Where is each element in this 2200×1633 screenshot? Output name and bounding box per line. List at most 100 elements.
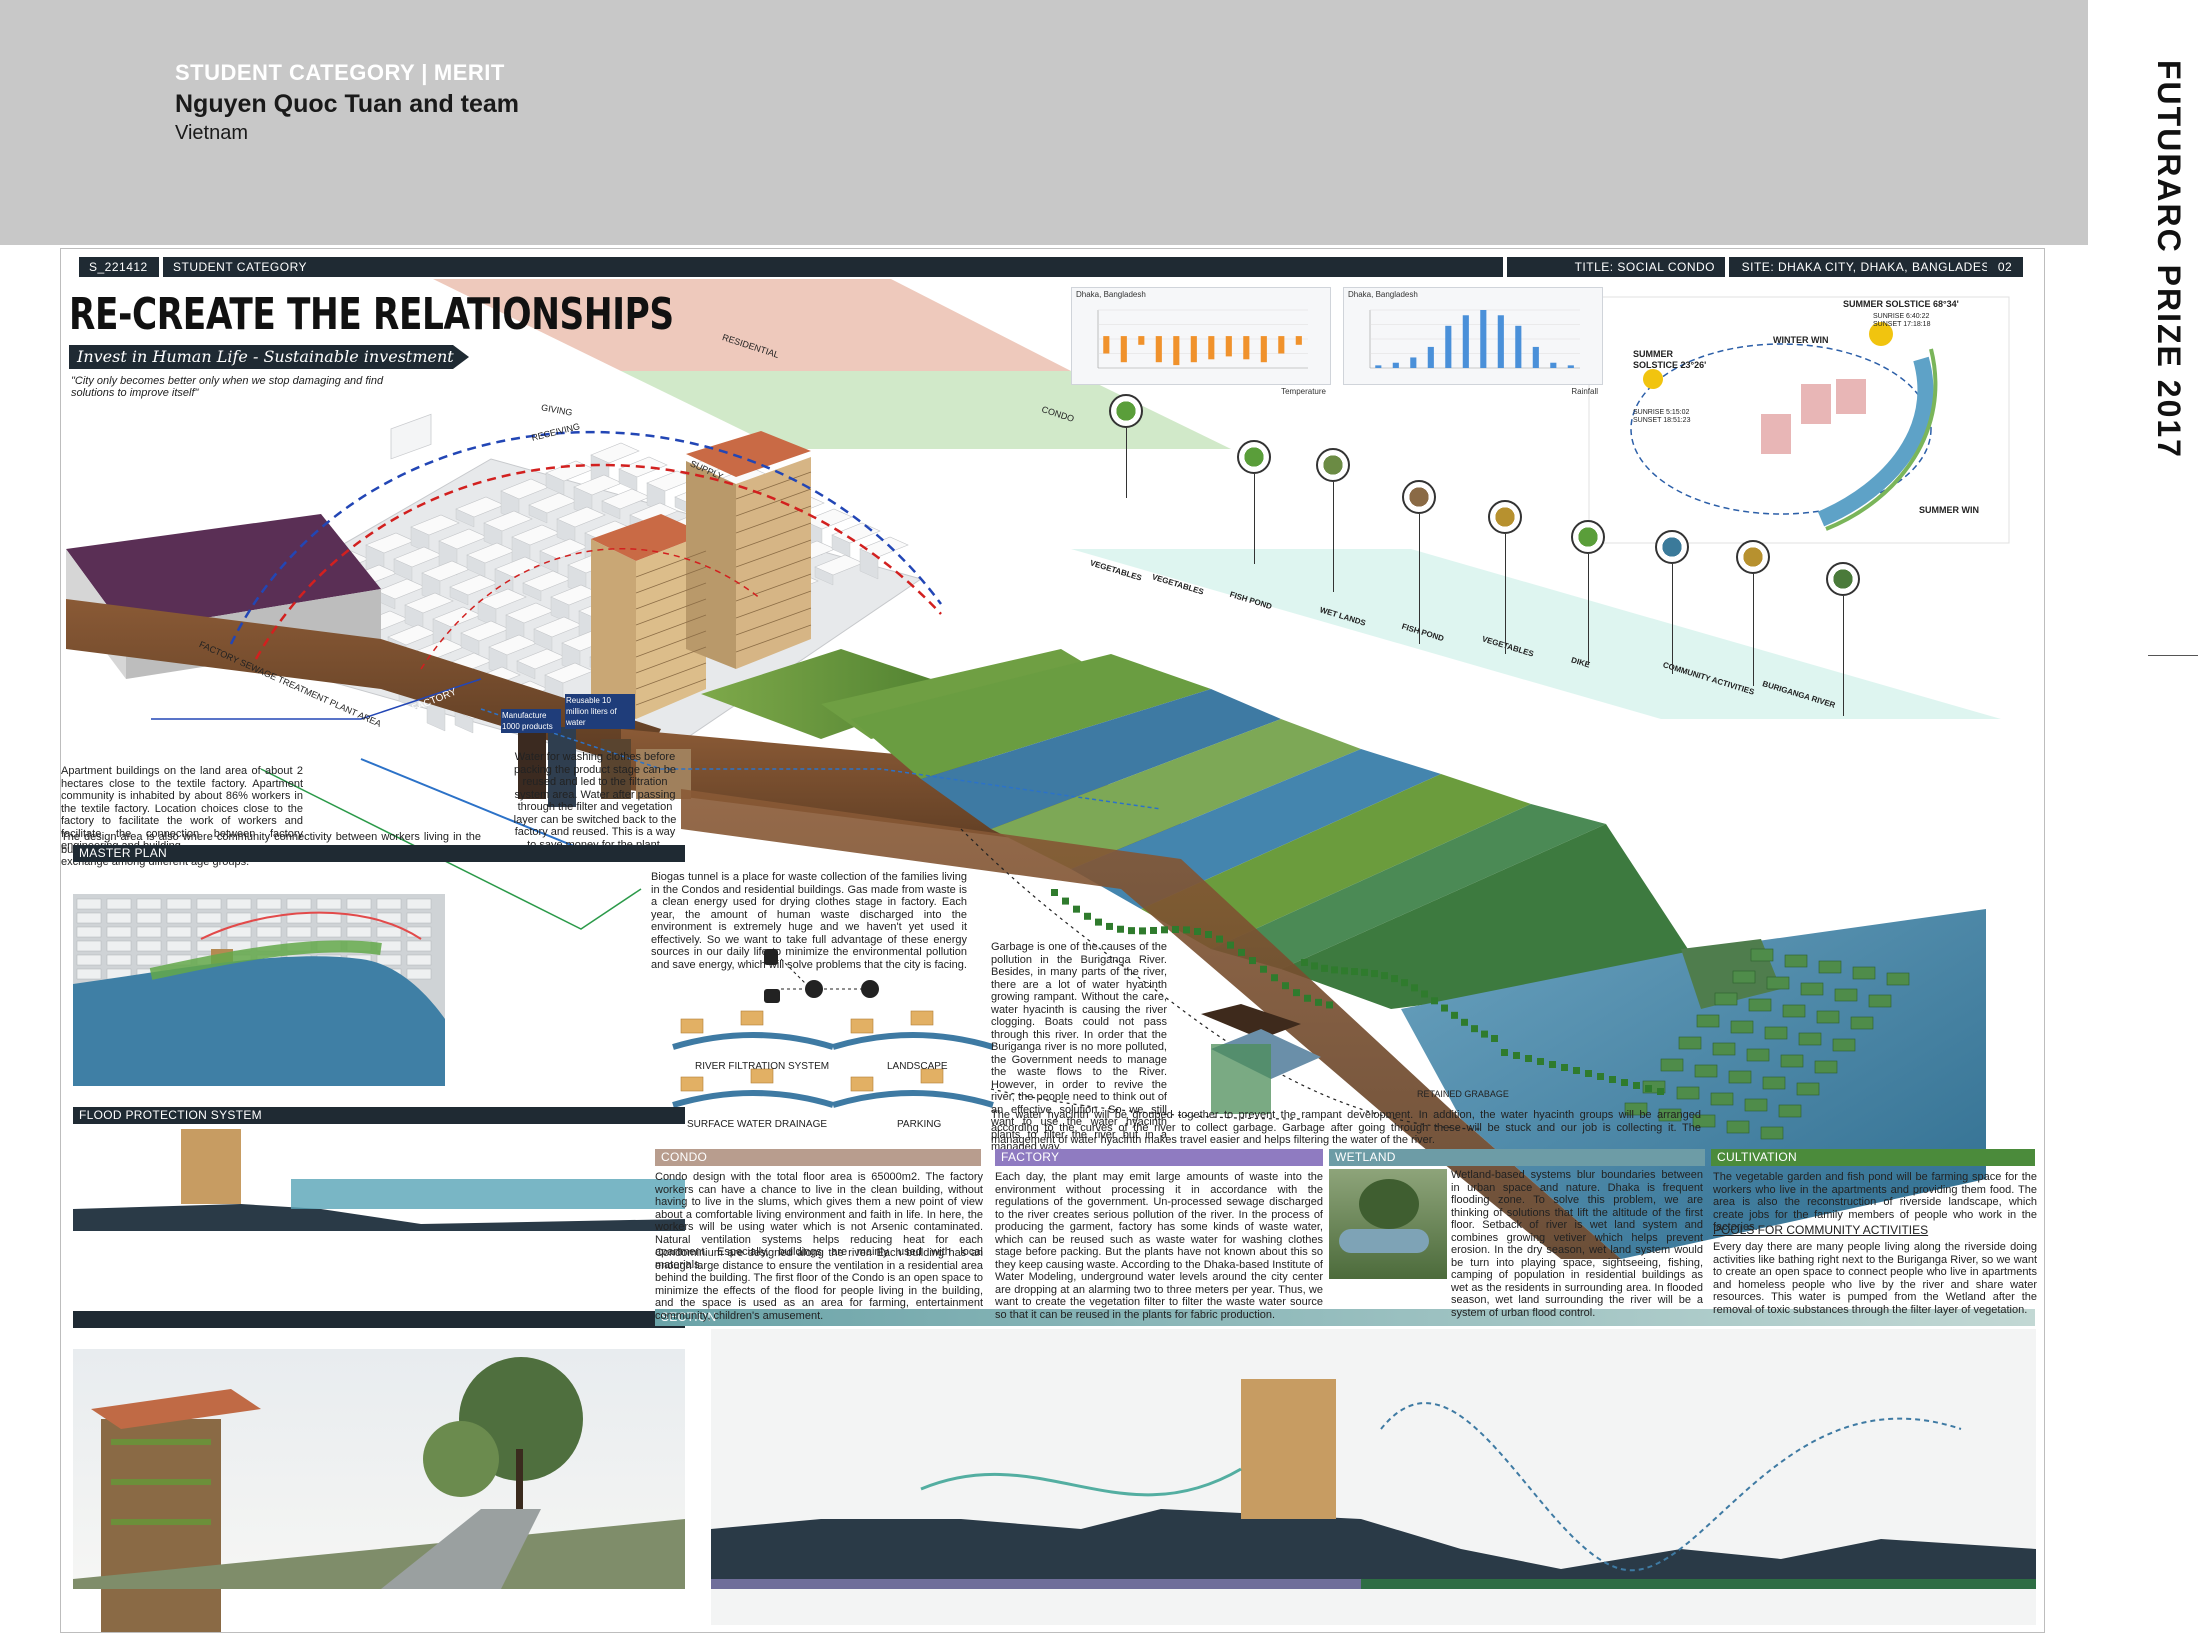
label-landscape: LANDSCAPE	[887, 1061, 948, 1072]
chart-bar	[1462, 315, 1469, 368]
hyacinth-square	[1117, 925, 1124, 933]
section-header-factory: FACTORY	[995, 1149, 1323, 1166]
tower-floor-line	[635, 630, 707, 658]
pin-marker-line	[1505, 534, 1506, 654]
city-building-wall	[438, 540, 458, 576]
hyacinth-square	[1150, 926, 1157, 934]
hyacinth-raft	[1676, 1086, 1700, 1100]
rainfall-chart-title: Dhaka, Bangladesh	[1348, 290, 1418, 299]
hyacinth-raft	[1778, 1104, 1802, 1118]
category-line: STUDENT CATEGORY|MERIT	[175, 60, 505, 86]
hyacinth-square	[1621, 1079, 1628, 1086]
hyacinth-square	[1205, 931, 1212, 939]
pin-marker-icon	[1655, 530, 1689, 564]
diagram-house	[850, 1018, 874, 1034]
map-block	[106, 912, 132, 924]
city-building-roof	[561, 630, 611, 652]
city-building-wall	[556, 518, 576, 546]
hyacinth-square	[1461, 1018, 1468, 1026]
map-block	[196, 968, 222, 980]
city-building-roof	[258, 600, 308, 622]
map-block	[166, 898, 192, 910]
map-block	[376, 968, 402, 980]
city-building-roof	[539, 538, 589, 560]
city-building-wall	[342, 654, 362, 686]
label-supply: SUPPLY	[688, 458, 725, 482]
city-building-wall	[545, 472, 565, 496]
hyacinth-square	[1260, 965, 1267, 973]
map-condo-block	[211, 949, 233, 969]
city-building-roof	[556, 506, 606, 528]
city-building-wall	[747, 492, 767, 512]
map-block	[196, 940, 222, 952]
zone-label: VEGETABLES	[1150, 572, 1205, 597]
pin-marker-icon	[1571, 520, 1605, 554]
city-building-wall	[348, 576, 368, 608]
temperature-chart-title: Dhaka, Bangladesh	[1076, 290, 1146, 299]
city-building-wall	[471, 678, 491, 706]
map-block	[76, 926, 102, 938]
hyacinth-square	[1084, 912, 1091, 920]
rainfall-chart-label: Rainfall	[1571, 387, 1598, 396]
city-building-roof	[545, 460, 595, 482]
biogas-text: Biogas tunnel is a place for waste colle…	[651, 871, 967, 971]
section-header-cultivation: CULTIVATION	[1711, 1149, 2035, 1166]
hyacinth-raft	[1750, 948, 1774, 962]
poster-title-box: TITLE: SOCIAL CONDO	[1507, 257, 1725, 277]
pin-marker-icon	[1237, 440, 1271, 474]
city-building-roof	[831, 522, 881, 544]
garbage-text-2: The water hyacinth will be grouped toget…	[991, 1109, 1701, 1146]
map-block	[406, 898, 432, 910]
city-building-wall	[640, 560, 660, 592]
map-block	[136, 940, 162, 952]
city-building-wall	[258, 612, 278, 640]
pools-text: Every day there are many people living a…	[1713, 1241, 2037, 1316]
ground-section-left	[66, 599, 661, 769]
city-building-wall	[646, 482, 666, 514]
tagline-band	[69, 345, 469, 369]
city-building-roof	[370, 656, 420, 678]
map-block	[166, 912, 192, 924]
chart-bar	[1410, 357, 1417, 368]
hyacinth-square	[1238, 948, 1245, 956]
map-block	[346, 968, 372, 980]
city-building-roof	[393, 546, 443, 568]
city-building-roof	[466, 542, 516, 564]
hyacinth-square	[1501, 1049, 1508, 1056]
city-building-roof	[500, 478, 550, 500]
hyacinth-raft	[1798, 1032, 1822, 1046]
city-building-roof	[578, 598, 628, 620]
map-block	[376, 954, 402, 966]
city-building-roof	[702, 498, 752, 520]
map-block	[226, 954, 252, 966]
hyacinth-square	[1331, 966, 1338, 974]
hyacinth-raft	[1814, 1060, 1838, 1074]
poster-page-number: 02	[1987, 257, 2023, 277]
chart-bar	[1138, 336, 1145, 345]
tower-floor-line	[635, 646, 707, 674]
tower-floor-line	[635, 662, 707, 690]
giving-arc	[229, 430, 943, 645]
chart-bar	[1480, 310, 1487, 368]
hyacinth-raft	[1766, 976, 1790, 990]
hyacinth-square	[1341, 967, 1348, 975]
map-block	[286, 968, 312, 980]
city-building-wall	[511, 536, 531, 572]
tower-floor-line	[635, 614, 707, 642]
hyacinth-square	[1321, 964, 1328, 972]
city-building-wall	[758, 538, 778, 562]
map-block	[406, 968, 432, 980]
hyacinth-square	[1311, 962, 1318, 970]
city-building-roof	[499, 680, 549, 702]
map-block	[196, 954, 222, 966]
city-building-roof	[629, 502, 679, 524]
hyacinth-square	[1549, 1061, 1556, 1068]
city-building-wall	[713, 556, 733, 588]
zone-label: VEGETABLES	[1088, 558, 1143, 583]
city-building-wall	[320, 562, 340, 586]
city-building-roof	[471, 666, 521, 688]
hyacinth-raft	[1678, 1036, 1702, 1050]
tower-floor-line	[635, 598, 707, 626]
map-condo-block	[301, 969, 323, 989]
city-building-roof	[775, 494, 825, 516]
